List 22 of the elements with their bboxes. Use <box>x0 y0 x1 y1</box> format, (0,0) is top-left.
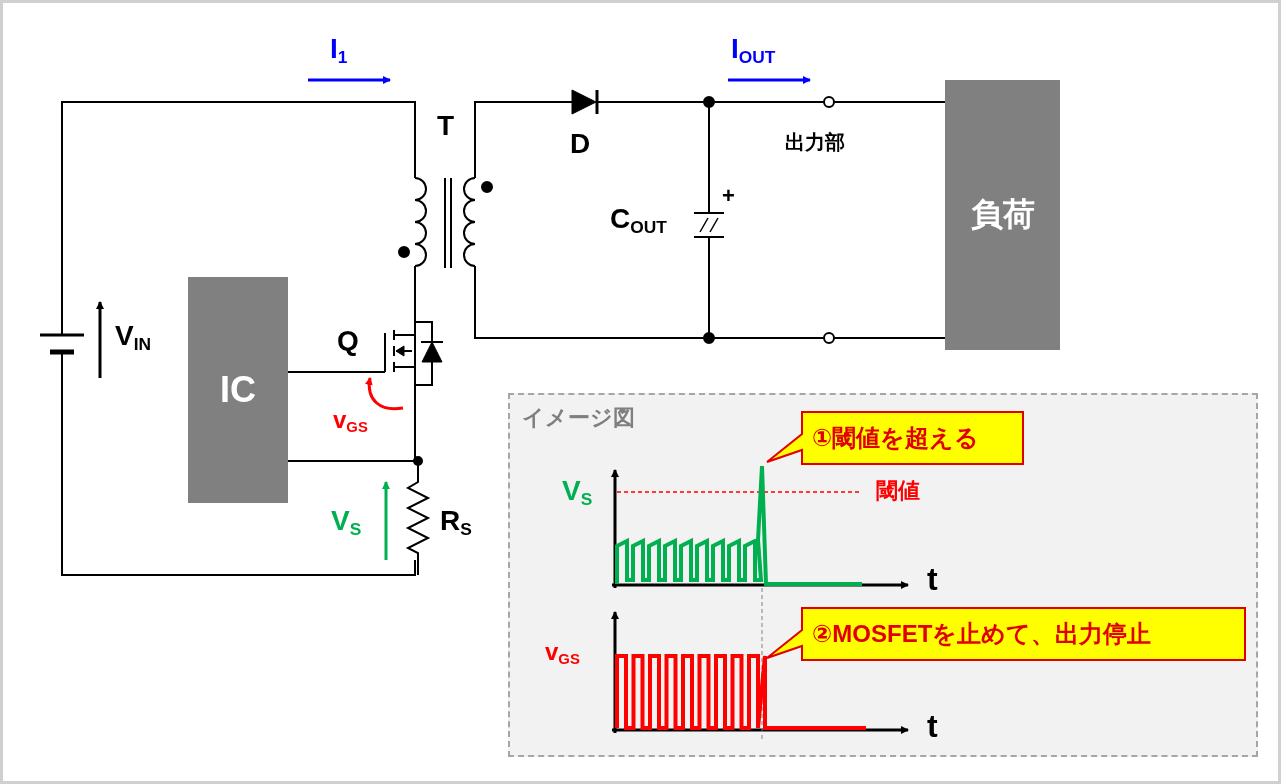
voltage-label: v$_{GS}$ <box>333 408 368 436</box>
polarity-sign: + <box>722 185 735 207</box>
component-label: Q <box>337 327 359 355</box>
panel-title: イメージ図 <box>522 407 635 429</box>
component-label: D <box>570 130 591 158</box>
load-box: 負荷 <box>945 80 1060 350</box>
axis-label: t <box>927 563 938 595</box>
current-label: I$_{OUT}$ <box>731 35 776 67</box>
image-panel <box>508 393 1258 757</box>
axis-label: t <box>927 710 938 742</box>
voltage-label: V$_{S}$ <box>331 507 362 539</box>
ic-box: IC <box>188 277 288 503</box>
axis-label: v$_{GS}$ <box>545 640 580 668</box>
terminal-label: 出力部 <box>785 132 845 152</box>
component-label: R$_{S}$ <box>440 507 472 539</box>
callout-box: ①閾値を超える <box>764 411 1024 465</box>
callout-box: ②MOSFETを止めて、出力停止 <box>764 607 1246 661</box>
component-label: C$_{OUT}$ <box>610 205 667 237</box>
axis-label: V$_{S}$ <box>562 477 593 509</box>
voltage-label: V$_{IN}$ <box>115 322 152 354</box>
component-label: T <box>437 112 455 140</box>
current-label: I$_{1}$ <box>330 35 348 67</box>
